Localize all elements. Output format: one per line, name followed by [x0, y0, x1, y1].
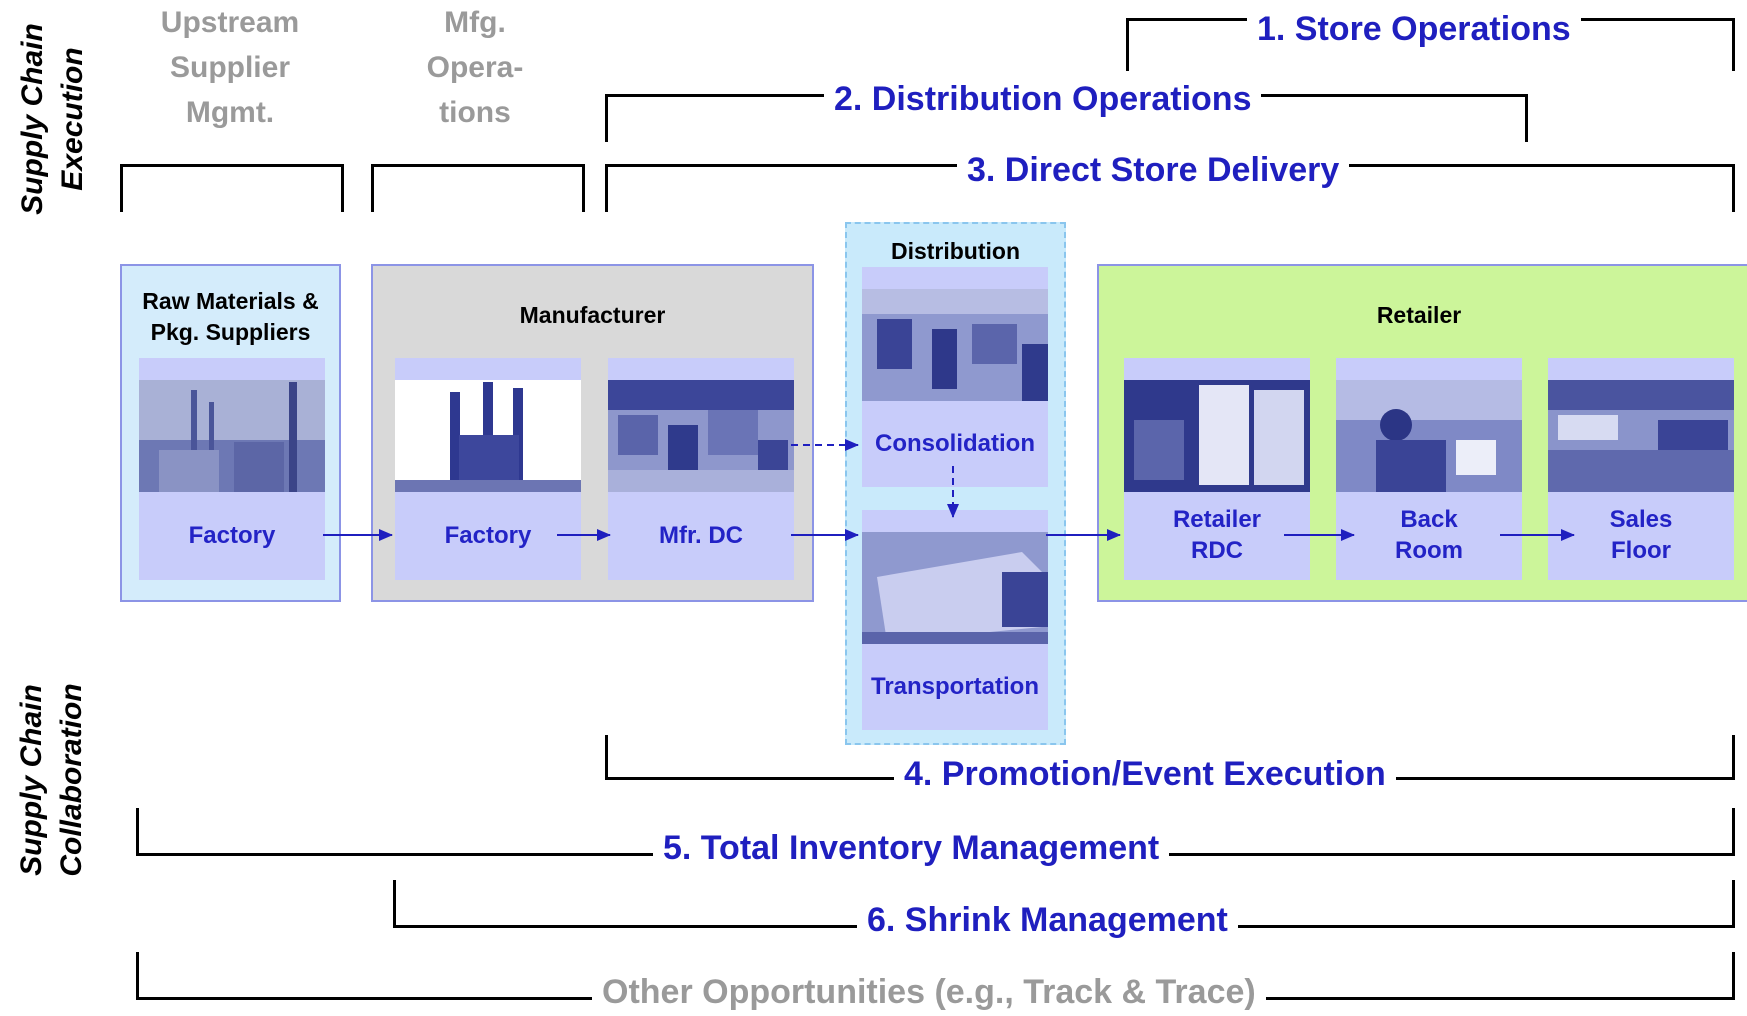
other-label: Other Opportunities (e.g., Track & Trace… [592, 972, 1266, 1012]
sales-floor-panel[interactable]: Sales Floor [1548, 358, 1734, 580]
upstream-header: Upstream Supplier Mgmt. [100, 0, 360, 135]
header-line: Opera- [426, 51, 524, 84]
label-line: Room [1395, 537, 1463, 564]
sales-floor-label: Sales Floor [1548, 504, 1734, 566]
promotion-label: 4. Promotion/Event Execution [894, 754, 1396, 794]
mfg-factory-panel[interactable]: Factory [395, 358, 581, 580]
raw-materials-title: Raw Materials & Pkg. Suppliers [122, 286, 339, 348]
distribution-title: Distribution [890, 238, 1021, 264]
transportation-label: Transportation [870, 673, 1039, 700]
warehouse-photo-art [608, 380, 794, 492]
label-line: Sales [1609, 506, 1673, 533]
label-line: Floor [1611, 537, 1671, 564]
stocking-photo [1336, 380, 1522, 492]
store-aisle-photo-art [1548, 380, 1734, 492]
truck-photo-art [862, 532, 1048, 644]
warehouse-photo [862, 289, 1048, 401]
distribution-operations-label: 2. Distribution Operations [824, 79, 1262, 119]
title-line: Pkg. Suppliers [150, 319, 311, 345]
consolidation-photo-art [862, 289, 1048, 401]
truck-photo [862, 532, 1048, 644]
mfg-operations-header: Mfg. Opera- tions [365, 0, 585, 135]
label-line: RDC [1191, 537, 1243, 564]
warehouse-photo [608, 380, 794, 492]
direct-store-delivery-label: 3. Direct Store Delivery [957, 150, 1350, 190]
stocking-photo-art [1336, 380, 1522, 492]
inventory-label: 5. Total Inventory Management [653, 828, 1170, 868]
mfr-dc-label: Mfr. DC [659, 522, 743, 549]
mfg-factory-label: Factory [444, 522, 532, 549]
store-operations-label: 1. Store Operations [1247, 9, 1581, 49]
consolidation-panel[interactable]: Consolidation [862, 267, 1048, 487]
header-line: Mgmt. [185, 96, 275, 129]
retailer-rdc-panel[interactable]: Retailer RDC [1124, 358, 1310, 580]
label-line: Back [1400, 506, 1458, 533]
smokestack-photo [395, 380, 581, 492]
transportation-panel[interactable]: Transportation [862, 510, 1048, 730]
factory-photo-art [139, 380, 325, 492]
manufacturer-box: Manufacturer Factory [371, 264, 814, 602]
header-line: Mfg. [444, 6, 506, 39]
label-line: Retailer [1172, 506, 1262, 533]
header-line: tions [439, 96, 511, 129]
retailer-rdc-label: Retailer RDC [1124, 504, 1310, 566]
back-room-panel[interactable]: Back Room [1336, 358, 1522, 580]
retailer-box: Retailer Retailer RDC Back [1097, 264, 1747, 602]
manufacturer-title: Manufacturer [519, 302, 666, 328]
store-aisle-photo [1548, 380, 1734, 492]
retailer-title: Retailer [1376, 302, 1462, 328]
header-line: Upstream [160, 6, 300, 39]
raw-factory-label: Factory [188, 522, 276, 549]
consolidation-label: Consolidation [875, 430, 1035, 457]
title-line: Raw Materials & [142, 288, 319, 314]
shrink-label: 6. Shrink Management [857, 900, 1238, 940]
mfg-bracket [371, 164, 585, 212]
back-room-label: Back Room [1336, 504, 1522, 566]
upstream-bracket [120, 164, 344, 212]
distribution-box: Distribution Consolidation Transportatio… [845, 222, 1066, 745]
boxes-photo [1124, 380, 1310, 492]
smokestack-photo-art [395, 380, 581, 492]
raw-materials-box: Raw Materials & Pkg. Suppliers Factory [120, 264, 341, 602]
factory-photo [139, 380, 325, 492]
boxes-photo-art [1124, 380, 1310, 492]
raw-factory-panel[interactable]: Factory [139, 358, 325, 580]
header-line: Supplier [169, 51, 290, 84]
mfr-dc-panel[interactable]: Mfr. DC [608, 358, 794, 580]
